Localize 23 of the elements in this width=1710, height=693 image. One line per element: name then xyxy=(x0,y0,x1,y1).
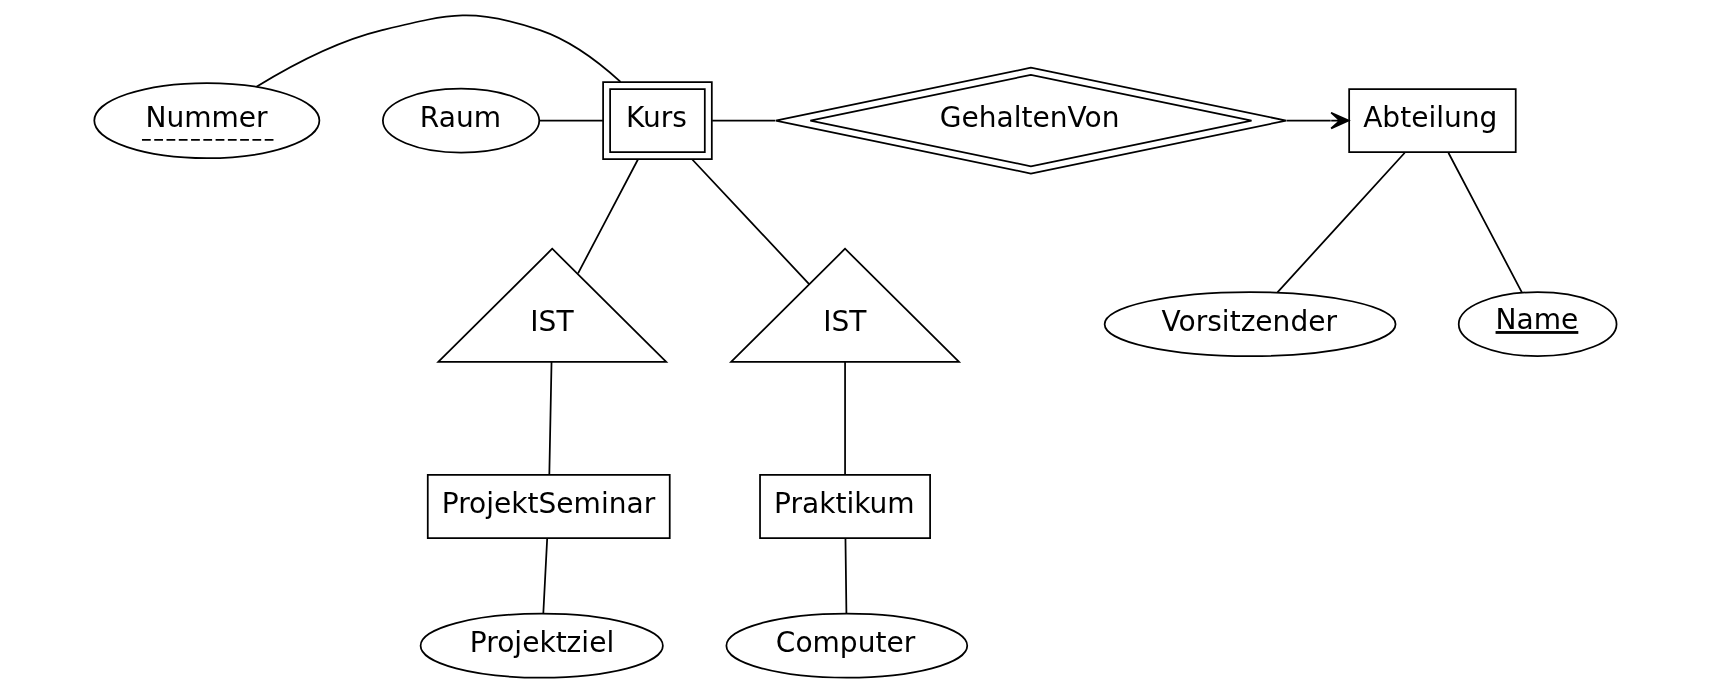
node-ellipse: Projektziel xyxy=(419,612,664,679)
node-ellipse: Computer xyxy=(725,612,968,679)
connector xyxy=(537,119,604,122)
connector xyxy=(576,158,639,275)
node-box: ProjektSeminar xyxy=(426,474,671,539)
arrow xyxy=(1285,111,1350,130)
node-ellipse: Nummer xyxy=(92,82,320,160)
connector xyxy=(541,537,548,615)
connector xyxy=(1276,151,1406,294)
node-box: Abteilung xyxy=(1347,88,1517,154)
node-ellipse: Raum xyxy=(381,87,540,154)
connector xyxy=(844,537,847,615)
connector xyxy=(690,158,810,285)
connector xyxy=(255,14,621,88)
node-box: Praktikum xyxy=(758,474,931,539)
connector xyxy=(843,361,846,476)
connector xyxy=(710,119,776,122)
node-box: Kurs xyxy=(601,81,713,161)
node-ellipse: Name xyxy=(1457,291,1617,358)
connector xyxy=(1447,151,1523,294)
node-diamond: GehaltenVon xyxy=(774,66,1287,175)
connector xyxy=(547,361,552,476)
node-ellipse: Vorsitzender xyxy=(1103,291,1396,358)
